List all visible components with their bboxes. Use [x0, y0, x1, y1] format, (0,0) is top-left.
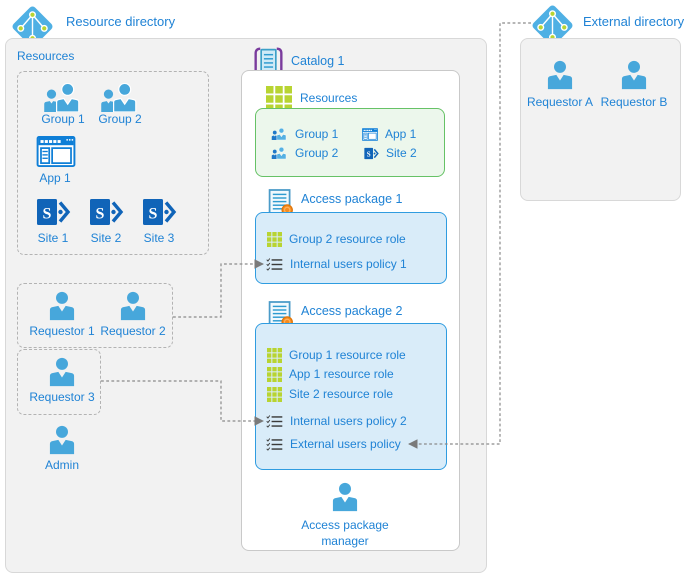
person-icon [47, 424, 77, 456]
catalog-resource-label: Group 1 [295, 127, 339, 141]
group-label: Group 1 [41, 112, 85, 126]
group-icon [43, 83, 83, 112]
resource-grid-icon [267, 232, 282, 247]
ap1-row: Group 2 resource role [267, 231, 406, 247]
person-icon [619, 59, 649, 91]
sharepoint-site-icon [36, 197, 71, 227]
person-icon [47, 356, 77, 388]
resources-section-title: Resources [17, 49, 75, 63]
policy-checklist-icon [266, 258, 283, 271]
sharepoint-site-icon [142, 197, 177, 227]
catalog-title: Catalog 1 [291, 54, 345, 68]
policy-label: Internal users policy 1 [290, 257, 407, 271]
site-label: Site 2 [90, 231, 122, 245]
manager-label-line1: Access package [301, 518, 389, 532]
catalog-resource-item: Site 2 [364, 145, 417, 161]
group-icon [271, 128, 288, 140]
requestor-label: Requestor A [526, 95, 594, 109]
ap2-row: App 1 resource role [267, 366, 394, 382]
requestor-label: Requestor 1 [29, 324, 95, 338]
requestor-label: Requestor 3 [29, 390, 95, 404]
ap2-row: Group 1 resource role [267, 347, 406, 363]
external-directory-title: External directory [583, 14, 684, 29]
access-package-1-title: Access package 1 [301, 192, 403, 206]
catalog-resource-label: Group 2 [295, 146, 339, 160]
person-icon [545, 59, 575, 91]
ap1-row: Internal users policy 1 [266, 256, 407, 272]
admin-label: Admin [44, 458, 79, 472]
ap2-row: Site 2 resource role [267, 386, 393, 402]
catalog-resource-item: App 1 [362, 126, 416, 142]
access-package-2-title: Access package 2 [301, 304, 403, 318]
policy-checklist-icon [266, 415, 283, 428]
sharepoint-site-icon [89, 197, 124, 227]
catalog-resources-box [255, 108, 445, 177]
manager-label-line2: manager [321, 534, 369, 548]
ap2-row: External users policy [266, 436, 401, 452]
policy-label: Internal users policy 2 [290, 414, 407, 428]
group-label: Group 2 [98, 112, 142, 126]
resource-grid-icon [267, 387, 282, 402]
person-icon [330, 481, 360, 513]
resource-role-label: App 1 resource role [289, 367, 394, 381]
resource-role-label: Group 1 resource role [289, 348, 406, 362]
resources-group-box [17, 71, 209, 255]
person-icon [118, 290, 148, 322]
requestor-label: Requestor B [600, 95, 668, 109]
app-label: App 1 [39, 171, 71, 185]
resource-role-label: Site 2 resource role [289, 387, 394, 401]
group-icon [100, 83, 140, 112]
policy-checklist-icon [266, 438, 283, 451]
person-icon [47, 290, 77, 322]
catalog-resource-item: Group 2 [271, 145, 338, 161]
requestor-label: Requestor 2 [100, 324, 166, 338]
site-label: Site 3 [143, 231, 175, 245]
resource-grid-icon [267, 367, 282, 382]
catalog-resource-item: Group 1 [271, 126, 338, 142]
resource-directory-title: Resource directory [66, 14, 176, 29]
resource-grid-icon [267, 348, 282, 363]
access-package-1-box [255, 212, 447, 284]
sharepoint-site-icon [364, 147, 379, 160]
resource-role-label: Group 2 resource role [289, 232, 406, 246]
requestor-3-box [17, 349, 101, 415]
group-icon [271, 147, 288, 159]
external-directory-box [520, 38, 681, 201]
catalog-resource-label: Site 2 [386, 146, 417, 160]
ap2-row: Internal users policy 2 [266, 413, 407, 429]
requestor-pair-box [17, 283, 173, 348]
catalog-resources-title: Resources [300, 91, 358, 105]
app-icon [36, 136, 76, 167]
site-label: Site 1 [37, 231, 69, 245]
access-package-manager-label: Access package manager [285, 517, 405, 549]
catalog-resource-label: App 1 [385, 127, 417, 141]
app-icon [362, 128, 378, 141]
policy-label: External users policy [290, 437, 401, 451]
